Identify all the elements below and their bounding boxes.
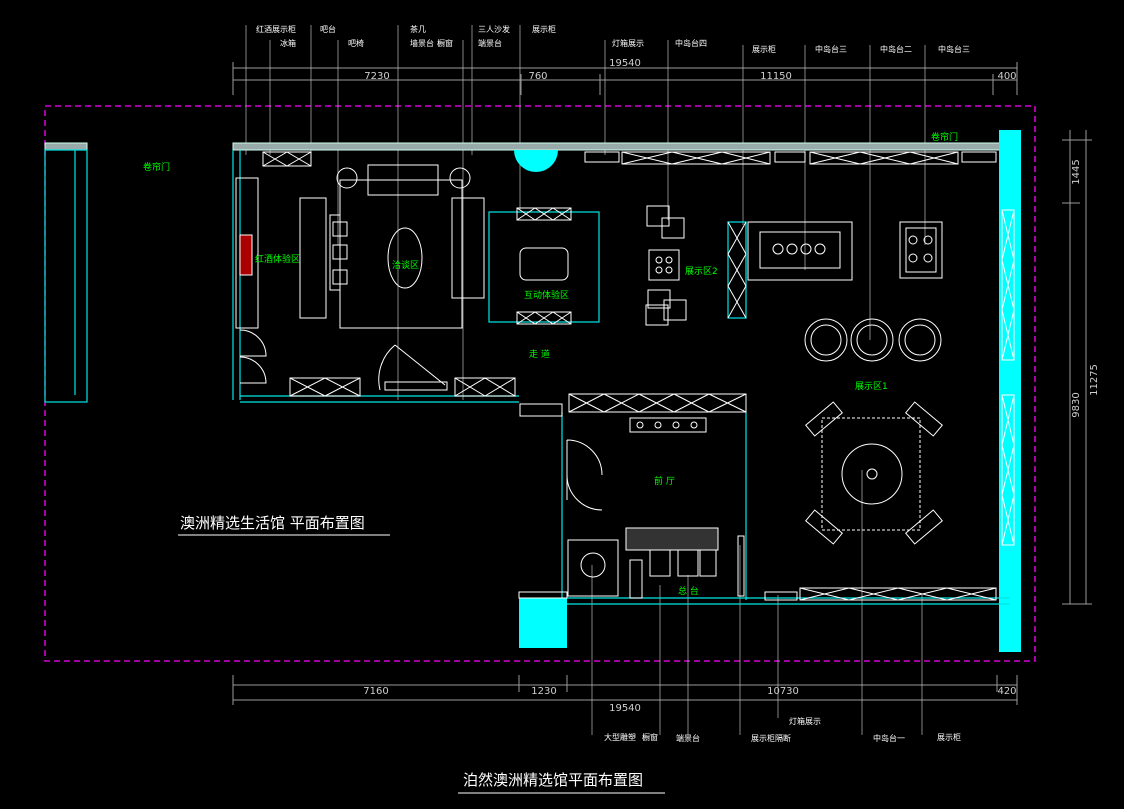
callout-end-console-2: 端景台 xyxy=(676,733,700,743)
right-dimensions: 1445 9830 11275 xyxy=(1062,130,1100,605)
top-dim-1: 7230 xyxy=(364,71,389,82)
top-dim-3: 11150 xyxy=(760,71,792,82)
display1-furniture xyxy=(804,318,943,545)
callout-bar: 吧台 xyxy=(320,24,336,34)
zone-rolling-door-left: 卷帘门 xyxy=(143,161,170,173)
bottom-dim-2: 1230 xyxy=(531,686,556,697)
callout-island-3: 中岛台三 xyxy=(815,44,847,54)
callout-display-cabinet-1: 展示柜 xyxy=(532,24,556,34)
top-dimensions: 19540 7230 760 11150 400 xyxy=(232,58,1018,95)
bottom-dim-1: 7160 xyxy=(363,686,388,697)
zone-hall: 前 厅 xyxy=(654,475,675,487)
right-total-dim: 11275 xyxy=(1089,364,1100,396)
zone-labels: 卷帘门 卷帘门 红酒体验区 洽谈区 互动体验区 展示区2 走 道 展示区1 前 … xyxy=(143,131,958,597)
hall-furniture xyxy=(566,417,745,599)
bottom-callout-labels: 大型雕塑 橱窗 端景台 展示柜隔断 灯箱展示 中岛台一 展示柜 xyxy=(604,716,961,743)
callout-island-1: 中岛台一 xyxy=(873,733,905,743)
zone-rolling-door-right: 卷帘门 xyxy=(931,131,958,143)
callout-wall-console: 墙景台 xyxy=(410,38,434,48)
partition-cabinets xyxy=(289,377,747,417)
zone-corridor: 走 道 xyxy=(529,348,550,360)
top-total-dim: 19540 xyxy=(609,58,641,69)
main-title: 泊然澳洲精选馆平面布置图 xyxy=(463,771,643,789)
lounge-door xyxy=(378,344,448,391)
zone-wine-area: 红酒体验区 xyxy=(255,253,300,265)
interactive-furniture xyxy=(488,207,600,325)
zone-interactive: 互动体验区 xyxy=(524,289,569,301)
callout-island-2: 中岛台二 xyxy=(880,44,912,54)
top-dim-2: 760 xyxy=(528,71,547,82)
bottom-dimensions: 7160 1230 10730 420 19540 xyxy=(232,675,1018,714)
top-callout-labels: 红酒展示柜 冰箱 吧台 吧椅 茶几 墙景台 橱窗 三人沙发 端景台 展示柜 灯箱… xyxy=(256,24,970,54)
callout-window-2: 橱窗 xyxy=(642,732,658,742)
callout-sculpture: 大型雕塑 xyxy=(604,732,636,742)
bottom-total-dim: 19540 xyxy=(609,703,641,714)
sub-title: 澳洲精选生活馆 平面布置图 xyxy=(180,514,365,532)
zone-reception: 总 台 xyxy=(678,585,699,597)
callout-tea-table: 茶几 xyxy=(410,24,426,34)
callout-lightbox: 灯箱展示 xyxy=(612,38,644,48)
top-wall-cabinets xyxy=(262,151,997,167)
wine-area-furniture xyxy=(235,177,348,384)
zone-display1: 展示区1 xyxy=(855,381,888,392)
bottom-callout-leaders xyxy=(591,470,923,735)
callout-wine-cabinet: 红酒展示柜 xyxy=(256,24,296,34)
callout-partition: 展示柜隔断 xyxy=(751,733,791,743)
drawing-titles: 澳洲精选生活馆 平面布置图 泊然澳洲精选馆平面布置图 xyxy=(178,514,665,794)
lounge-furniture xyxy=(336,164,485,329)
callout-fridge: 冰箱 xyxy=(280,38,296,48)
callout-island-4: 中岛台四 xyxy=(675,38,707,48)
right-dim-2: 9830 xyxy=(1071,392,1082,417)
callout-display-cabinet-3: 展示柜 xyxy=(937,732,961,742)
right-wall-cabinets xyxy=(1001,209,1015,546)
callout-display-cabinet-2: 展示柜 xyxy=(752,44,776,54)
callout-lightbox-2: 灯箱展示 xyxy=(789,716,821,726)
bottom-wall-cabinets xyxy=(518,587,997,601)
right-dim-1: 1445 xyxy=(1071,159,1082,184)
display2-furniture xyxy=(645,205,943,326)
callout-sofa: 三人沙发 xyxy=(478,24,510,34)
zone-lounge: 洽谈区 xyxy=(392,259,419,271)
callout-window-1: 橱窗 xyxy=(437,38,453,48)
callout-island-3b: 中岛台三 xyxy=(938,44,970,54)
bottom-dim-4: 420 xyxy=(997,686,1016,697)
callout-end-console: 端景台 xyxy=(478,38,502,48)
callout-bar-stool: 吧椅 xyxy=(348,38,364,48)
bottom-dim-3: 10730 xyxy=(767,686,799,697)
top-dim-4: 400 xyxy=(997,71,1016,82)
zone-display2: 展示区2 xyxy=(685,266,718,277)
